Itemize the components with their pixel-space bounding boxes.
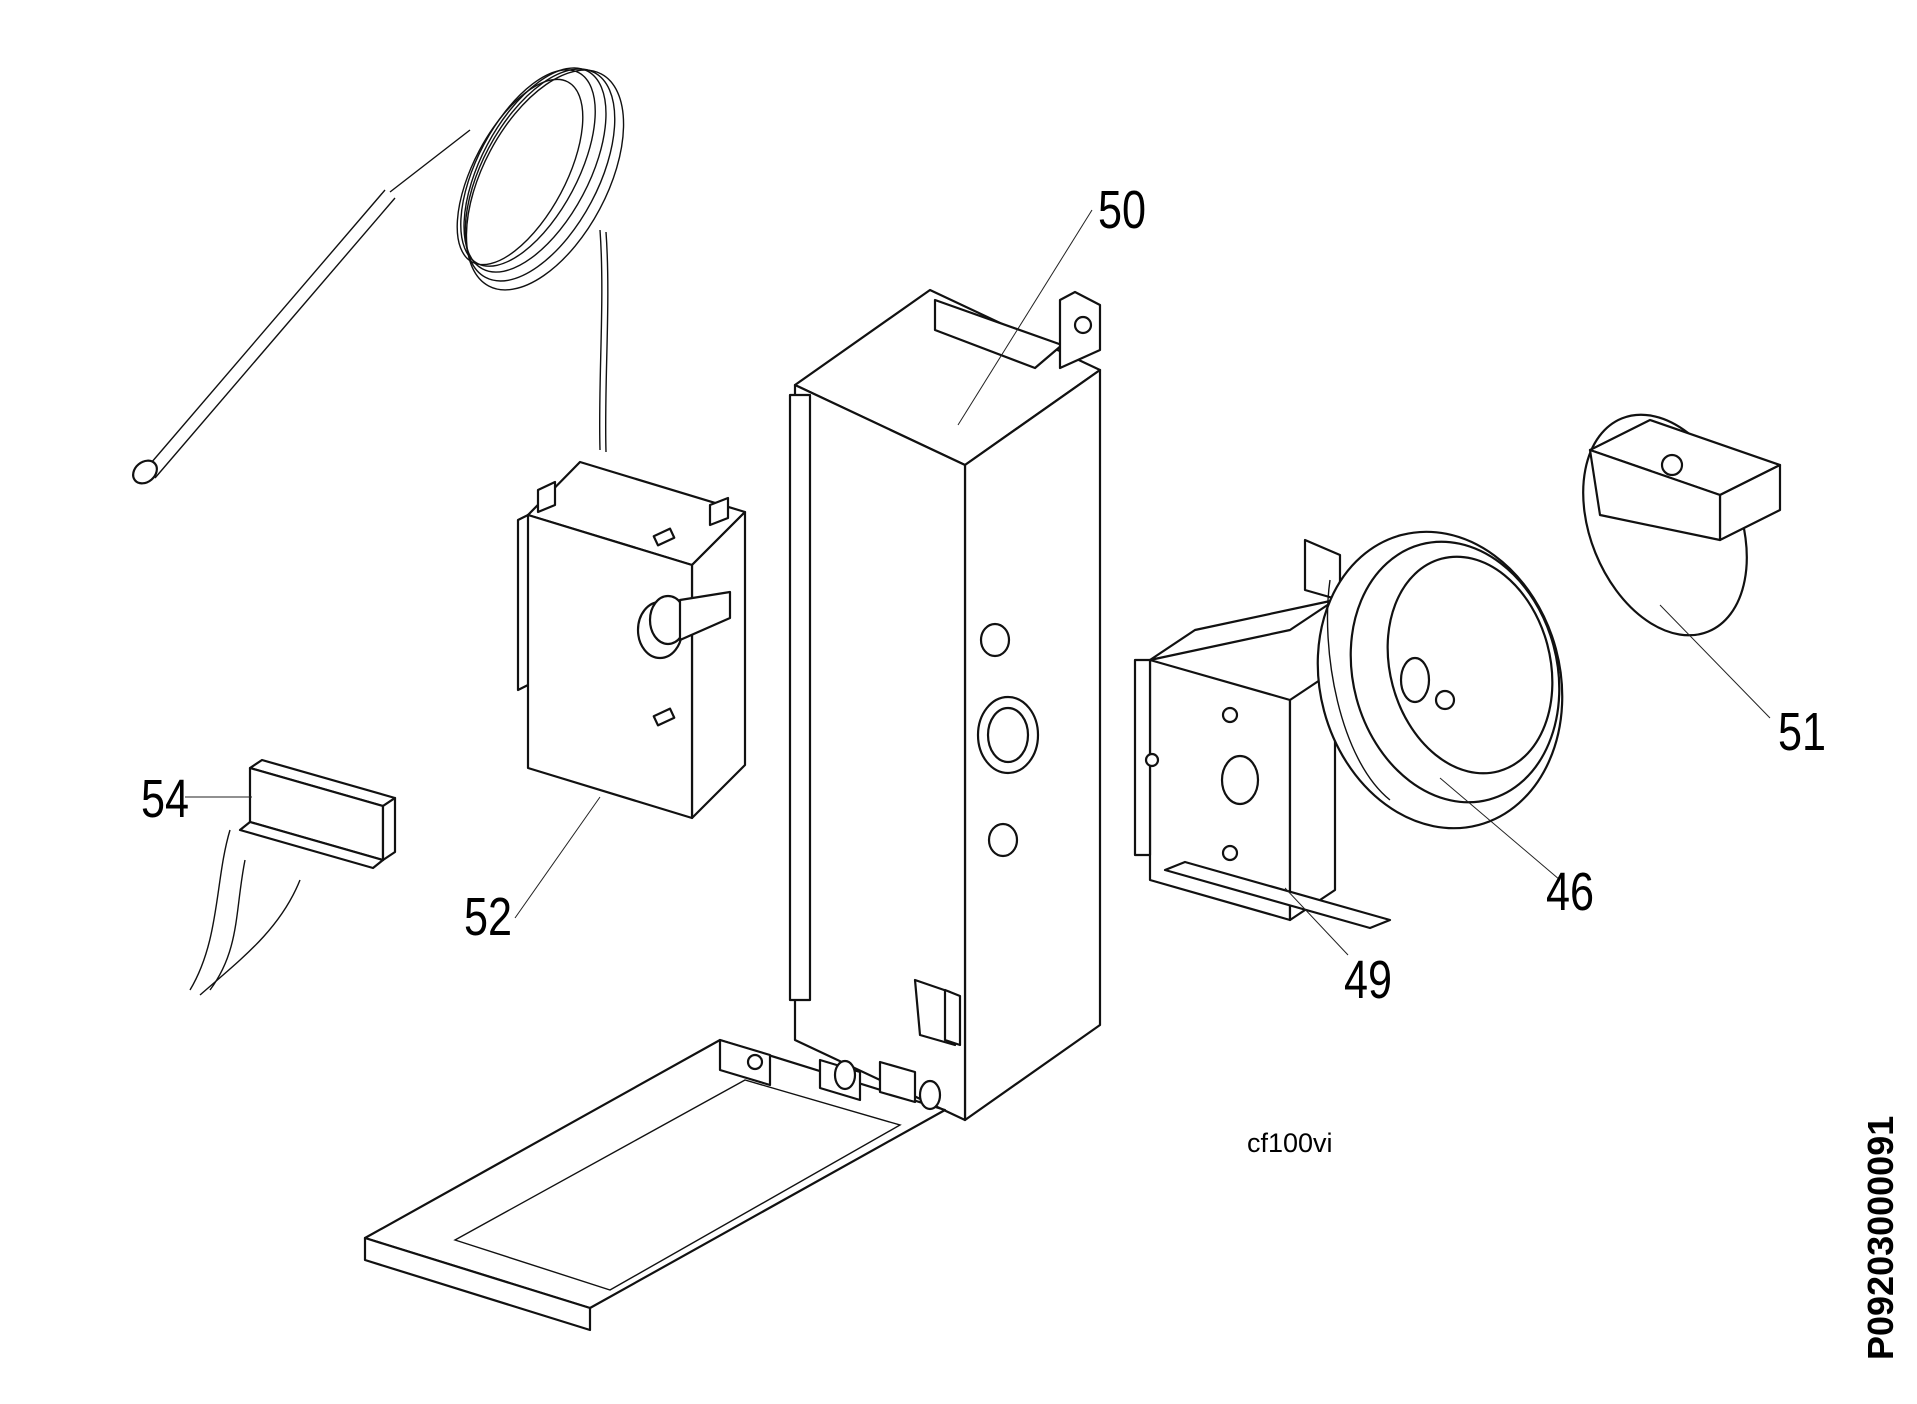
housing-part-50: [788, 288, 1102, 1122]
dial-ring-part-46: [1316, 530, 1564, 830]
callout-54: 54: [141, 770, 189, 830]
motor-bracket-part-49: [1133, 538, 1392, 930]
callout-52: 52: [464, 888, 512, 948]
leader-49: [1284, 887, 1349, 956]
callout-46: 46: [1546, 863, 1594, 923]
connector-part-54: [189, 758, 397, 996]
leader-51: [1659, 604, 1771, 719]
knob-part-51: [1582, 413, 1782, 637]
leader-50: [957, 209, 1093, 426]
thermostat-part-52: [516, 460, 747, 820]
leader-52: [514, 796, 601, 919]
drawing-code: cf100vi: [1247, 1128, 1333, 1158]
leader-46: [1439, 777, 1561, 881]
document-id: P09203000091: [1860, 1116, 1901, 1360]
callout-50: 50: [1098, 181, 1146, 241]
bottom-bracket: [363, 1038, 947, 1332]
callout-51: 51: [1778, 703, 1826, 763]
callout-49: 49: [1344, 951, 1392, 1011]
capillary-bulb-coil: [132, 67, 625, 485]
